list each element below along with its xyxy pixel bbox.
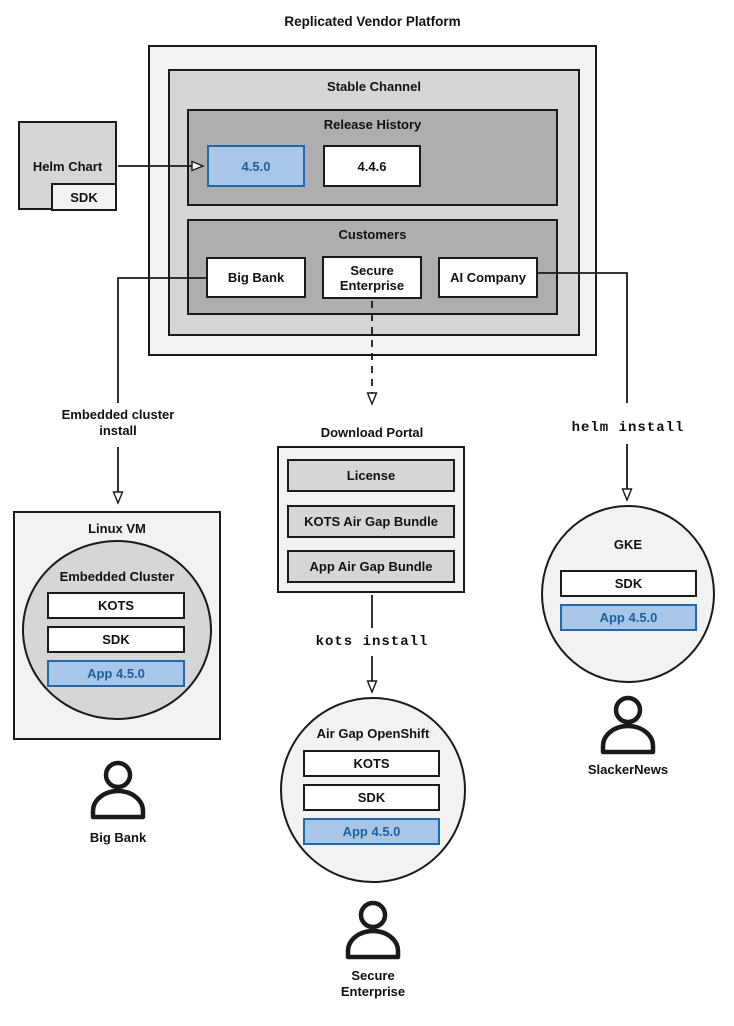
download-portal-label: Download Portal [320,425,424,440]
middle-app-box: App 4.5.0 [303,818,440,845]
middle-kots-box: KOTS [303,750,440,777]
big-bank-person-icon [90,760,146,820]
left-kots-box: KOTS [47,592,185,619]
big-bank-user-label: Big Bank [89,830,147,845]
customer-secure-enterprise: Secure Enterprise [322,256,422,299]
embedded-cluster-install-label: Embedded cluster install [61,407,175,438]
diagram-title: Replicated Vendor Platform [284,14,461,29]
linux-vm-label: Linux VM [88,521,146,536]
release-history-label: Release History [323,117,422,132]
middle-sdk-box: SDK [303,784,440,811]
customers-label: Customers [338,227,407,242]
customer-ai-company: AI Company [438,257,538,298]
helm-chart-sdk-box: SDK [51,183,117,211]
portal-kots-bundle-box: KOTS Air Gap Bundle [287,505,455,538]
gke-label: GKE [613,537,643,552]
stable-channel-label: Stable Channel [327,79,421,94]
left-app-box: App 4.5.0 [47,660,185,687]
helm-chart-label: Helm Chart [32,159,103,174]
release-4-5-0: 4.5.0 [207,145,305,187]
slackernews-user-label: SlackerNews [587,762,669,777]
air-gap-openshift-label: Air Gap OpenShift [316,726,430,741]
secure-enterprise-person-icon [345,900,401,960]
left-sdk-box: SDK [47,626,185,653]
embedded-cluster-label: Embedded Cluster [59,569,175,584]
secure-enterprise-user-label: Secure Enterprise [340,968,406,999]
portal-license-box: License [287,459,455,492]
portal-app-bundle-box: App Air Gap Bundle [287,550,455,583]
slackernews-person-icon [600,695,656,755]
helm-install-label: helm install [571,420,685,436]
kots-install-label: kots install [315,634,429,650]
release-4-4-6: 4.4.6 [323,145,421,187]
right-sdk-box: SDK [560,570,697,597]
right-app-box: App 4.5.0 [560,604,697,631]
customer-big-bank: Big Bank [206,257,306,298]
